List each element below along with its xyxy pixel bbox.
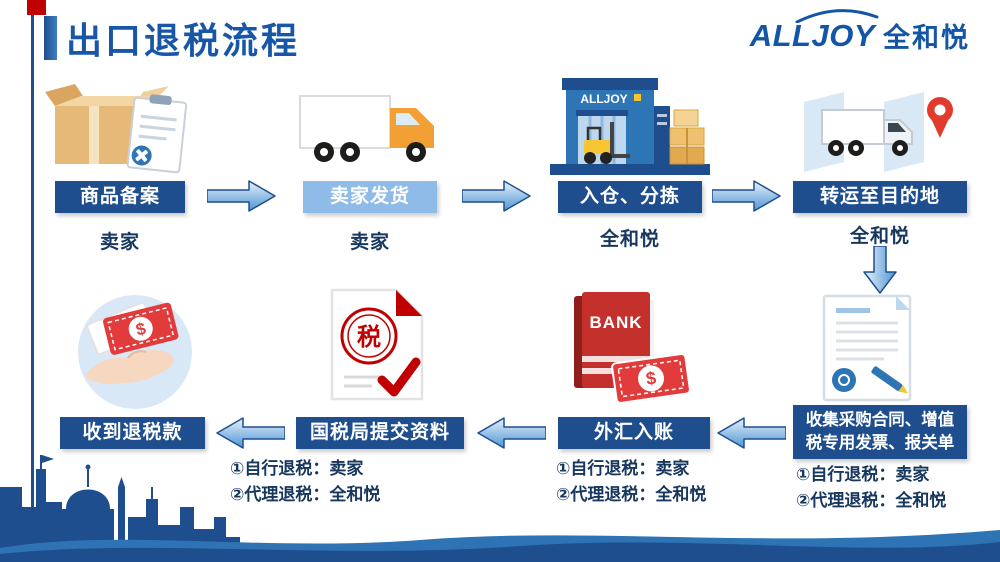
actor-alljoy-2: 全和悦 (849, 226, 910, 247)
bottom-wave-band (0, 530, 1000, 562)
arrow-right-3 (712, 180, 781, 212)
note-line: ②代理退税：全和悦 (230, 485, 381, 504)
svg-text:BANK: BANK (589, 313, 642, 332)
notes-collect: ①自行退税：卖家 ②代理退税：全和悦 (796, 462, 946, 514)
bank-money-icon: BANK $ (574, 292, 691, 404)
step-label-collect-documents: 收集采购合同、增值税专用发票、报关单 (793, 405, 967, 459)
actor-seller-2: 卖家 (349, 232, 390, 253)
step-label-forex-receipt: 外汇入账 (558, 417, 710, 449)
notes-tax-bureau: ①自行退税：卖家 ②代理退税：全和悦 (230, 456, 380, 508)
package-clipboard-icon (45, 84, 188, 174)
note-line: ①自行退税：卖家 (556, 459, 690, 478)
step-label-transfer-destination: 转运至目的地 (793, 181, 967, 213)
svg-text:ALLJOY: ALLJOY (580, 92, 627, 106)
arrow-down (863, 246, 897, 294)
actor-alljoy-1: 全和悦 (599, 229, 660, 250)
note-line: ①自行退税：卖家 (230, 459, 364, 478)
arrow-left-1 (717, 417, 786, 449)
contract-document-icon (822, 294, 912, 402)
delivery-truck-icon (299, 95, 434, 162)
notes-forex: ①自行退税：卖家 ②代理退税：全和悦 (556, 456, 706, 508)
step-label-seller-ship: 卖家发货 (303, 181, 437, 213)
left-accent-line (31, 0, 34, 562)
tax-document-icon: 税 (330, 288, 424, 401)
arrow-left-2 (477, 417, 546, 449)
brand-logo-en: ALLJOY (750, 8, 879, 54)
title-accent-bar (44, 16, 57, 60)
actor-seller-1: 卖家 (99, 232, 140, 253)
svg-text:$: $ (645, 368, 658, 389)
page-title: 出口退税流程 (66, 20, 301, 61)
truck-map-pin-icon (804, 92, 962, 172)
svg-text:税: 税 (357, 323, 381, 351)
arrow-right-1 (207, 180, 276, 212)
arrow-left-3 (216, 417, 285, 449)
hand-money-icon: $ (78, 295, 192, 409)
note-line: ②代理退税：全和悦 (796, 491, 947, 510)
step-label-receive-refund: 收到退税款 (60, 417, 205, 449)
note-line: ②代理退税：全和悦 (556, 485, 707, 504)
warehouse-forklift-icon: ALLJOY (550, 78, 710, 175)
note-line: ①自行退税：卖家 (796, 465, 930, 484)
brand-logo: ALLJOY 全和悦 (750, 8, 970, 55)
step-label-product-filing: 商品备案 (55, 181, 185, 213)
step-label-tax-bureau-submit: 国税局提交资料 (296, 417, 464, 449)
red-corner-mark (27, 0, 46, 15)
step-label-warehouse-sorting: 入仓、分拣 (558, 181, 702, 213)
arrow-right-2 (462, 180, 531, 212)
logo-swoosh-icon (795, 8, 879, 23)
brand-logo-cn: 全和悦 (883, 23, 970, 53)
